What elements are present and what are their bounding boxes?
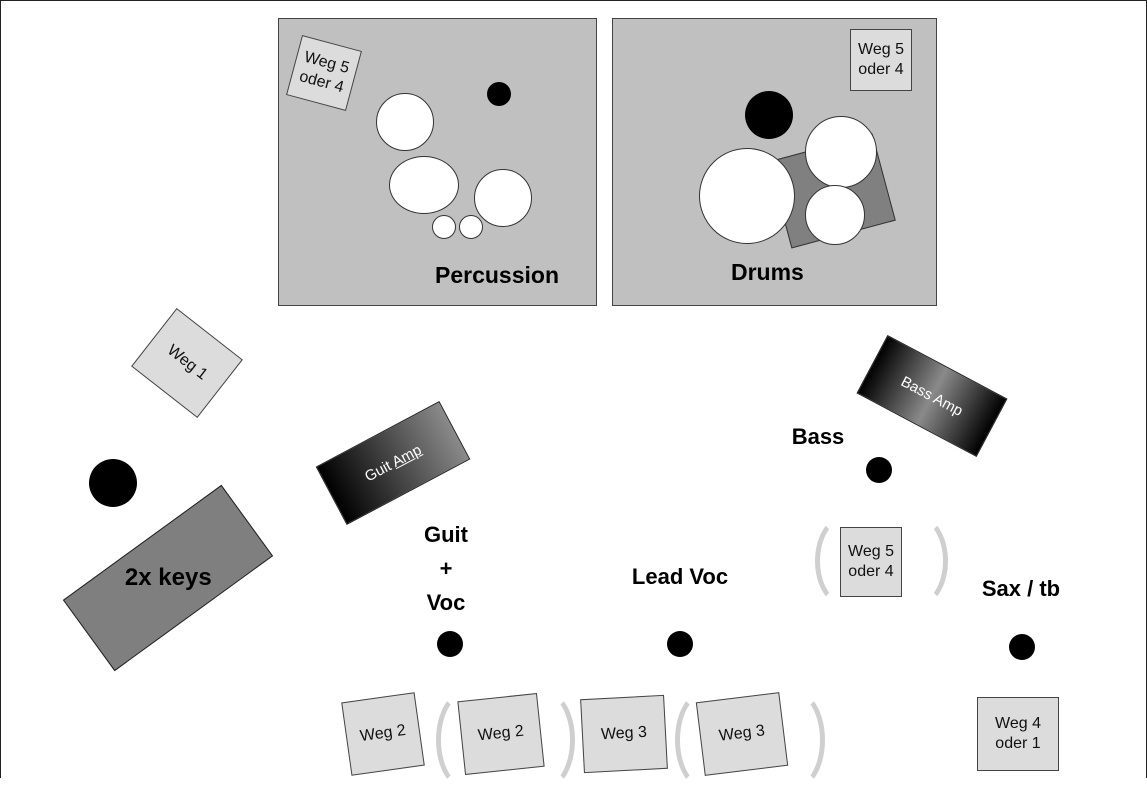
monitor-label: Weg 3 xyxy=(600,723,648,744)
conga-2 xyxy=(389,156,459,214)
percussion-mic xyxy=(487,82,511,106)
lead-voc-mic xyxy=(667,631,693,657)
weg2-paren-right xyxy=(515,690,575,790)
monitor-label: Weg 2 xyxy=(477,722,525,745)
sax-label: Sax / tb xyxy=(981,576,1061,601)
tom-1 xyxy=(805,116,877,188)
drums-monitor: Weg 5 oder 4 xyxy=(850,29,912,91)
lead-voc-label: Lead Voc xyxy=(631,564,729,589)
tom-2 xyxy=(805,185,865,245)
guitar-amp-label: Guit Amp xyxy=(362,441,424,485)
weg3-paren-left xyxy=(675,690,735,790)
guitar-voc-line2: + xyxy=(439,556,453,581)
monitor-label-line2: oder 4 xyxy=(848,563,894,580)
guitar-voc-line1: Guit xyxy=(424,522,468,547)
monitor-label: Weg 2 xyxy=(358,721,407,746)
monitor-label-line1: Weg 4 xyxy=(995,715,1041,732)
drums-mic xyxy=(745,91,793,139)
weg3-paren-right xyxy=(765,690,825,790)
drums-label: Drums xyxy=(731,259,804,285)
bongo-1 xyxy=(432,215,456,239)
keys-mic xyxy=(89,459,137,507)
guitar-mic xyxy=(437,631,463,657)
monitor-weg4: Weg 4 oder 1 xyxy=(977,697,1059,771)
monitor-label-line1: Weg 5 xyxy=(848,543,894,560)
percussion-label: Percussion xyxy=(435,262,559,288)
monitor-weg3-left: Weg 3 xyxy=(580,694,668,774)
monitor-weg3-right: Weg 3 xyxy=(695,692,789,776)
bass-amp-label: Bass Amp xyxy=(898,372,966,420)
conga-3 xyxy=(474,169,532,227)
monitor-label-line2: oder 4 xyxy=(858,61,904,78)
monitor-label: Weg 1 xyxy=(163,341,211,384)
guitar-voc-label: Guit + Voc xyxy=(406,518,486,620)
monitor-label: Weg 3 xyxy=(718,722,766,745)
monitor-label-line2: oder 1 xyxy=(995,735,1041,752)
monitor-label-line1: Weg 5 xyxy=(858,41,904,58)
bass-label: Bass xyxy=(791,424,845,449)
monitor-weg2-right: Weg 2 xyxy=(457,693,545,775)
bass-monitor-paren-right xyxy=(888,515,948,607)
drums-riser: Weg 5 oder 4 Drums xyxy=(612,18,937,306)
sax-mic xyxy=(1009,634,1035,660)
guitar-voc-line3: Voc xyxy=(426,590,466,615)
monitor-weg2-left: Weg 2 xyxy=(341,692,425,776)
bass-drum xyxy=(699,148,795,244)
guitar-amp-word: Amp xyxy=(389,441,425,471)
monitor-weg5-bass: Weg 5 oder 4 xyxy=(840,527,902,597)
keys-label: 2x keys xyxy=(124,564,212,592)
bass-monitor-paren-left xyxy=(815,515,875,607)
bass-mic xyxy=(866,457,892,483)
bongo-2 xyxy=(459,215,483,239)
conga-1 xyxy=(376,93,434,151)
weg2-paren-left xyxy=(436,690,496,790)
